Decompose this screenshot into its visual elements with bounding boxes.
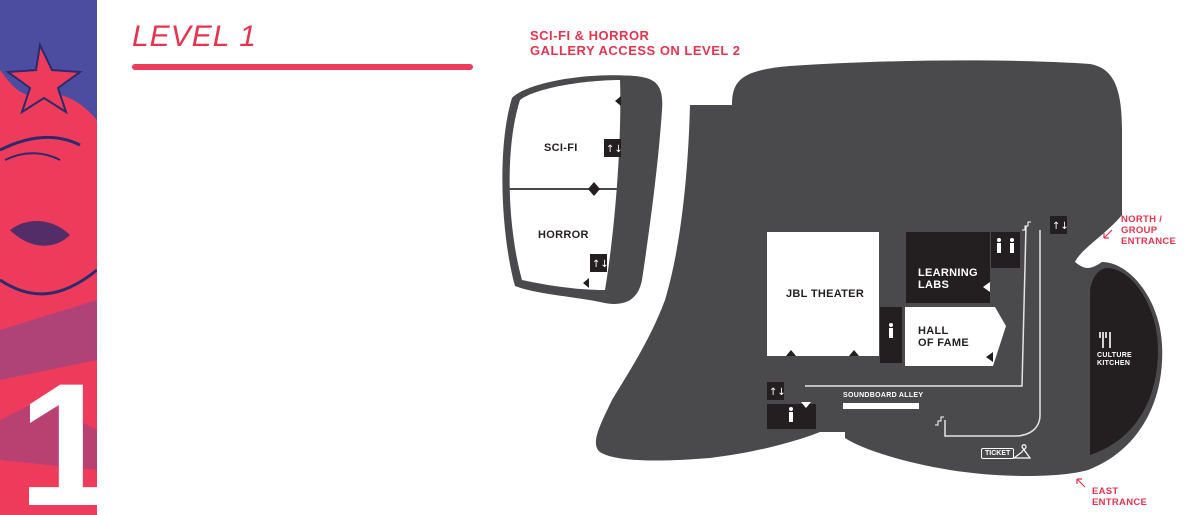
elevator-icon: ↑↓	[767, 382, 786, 400]
svg-text:↑↓: ↑↓	[769, 387, 786, 398]
svg-text:↑↓: ↑↓	[1052, 221, 1069, 232]
restroom-icon	[789, 238, 1014, 422]
east-entrance-label: EAST ENTRANCE	[1092, 486, 1148, 508]
jbl-theater-label: JBL THEATER	[786, 288, 865, 300]
coat-check-icon	[1012, 444, 1032, 459]
level-number: 1	[18, 348, 97, 515]
ticket-booth-label: TICKET	[981, 448, 1015, 459]
level-title: LEVEL 1	[132, 20, 257, 53]
svg-text:↑↓: ↑↓	[592, 259, 609, 270]
restroom-block	[991, 232, 1020, 268]
culture-kitchen-area	[1090, 268, 1158, 455]
horror-label: HORROR	[538, 229, 589, 241]
elevator-icon: ↑↓	[1050, 216, 1069, 234]
north-group-entrance-label: NORTH / GROUP ENTRANCE	[1121, 214, 1177, 247]
side-art-panel: 1	[0, 0, 97, 515]
learning-labs-label: LEARNING LABS	[918, 267, 978, 291]
gallery-note-line-1: SCI-FI & HORROR	[530, 28, 650, 43]
hall-of-fame-room	[905, 307, 1006, 366]
hall-of-fame-label: HALL OF FAME	[918, 325, 969, 349]
stairs-icon	[935, 221, 1031, 426]
title-divider	[132, 64, 473, 70]
soundboard-alley-label: SOUNDBOARD ALLEY	[843, 392, 924, 399]
entrance-arrow-icon	[1076, 478, 1086, 488]
utensils-icon	[1099, 332, 1111, 348]
elevator-icon: ↑↓	[604, 139, 623, 157]
entrance-arrow-icon	[1103, 229, 1113, 239]
soundboard-alley-strip	[843, 403, 919, 409]
elevator-icon: ↑↓	[590, 254, 609, 272]
sci-fi-horror-rooms	[509, 80, 621, 290]
learning-labs-room	[906, 232, 990, 303]
door-marker-icon	[801, 282, 990, 408]
door-marker-icon	[583, 96, 993, 363]
main-building	[595, 60, 1163, 476]
svg-text:↑↓: ↑↓	[606, 144, 623, 155]
culture-kitchen-label: CULTURE KITCHEN	[1097, 352, 1133, 367]
gallery-note-line-2: GALLERY ACCESS ON LEVEL 2	[530, 43, 741, 58]
sci-fi-label: SCI-FI	[544, 142, 578, 154]
jbl-theater-room	[767, 232, 879, 356]
pop-art-illustration	[0, 0, 97, 470]
